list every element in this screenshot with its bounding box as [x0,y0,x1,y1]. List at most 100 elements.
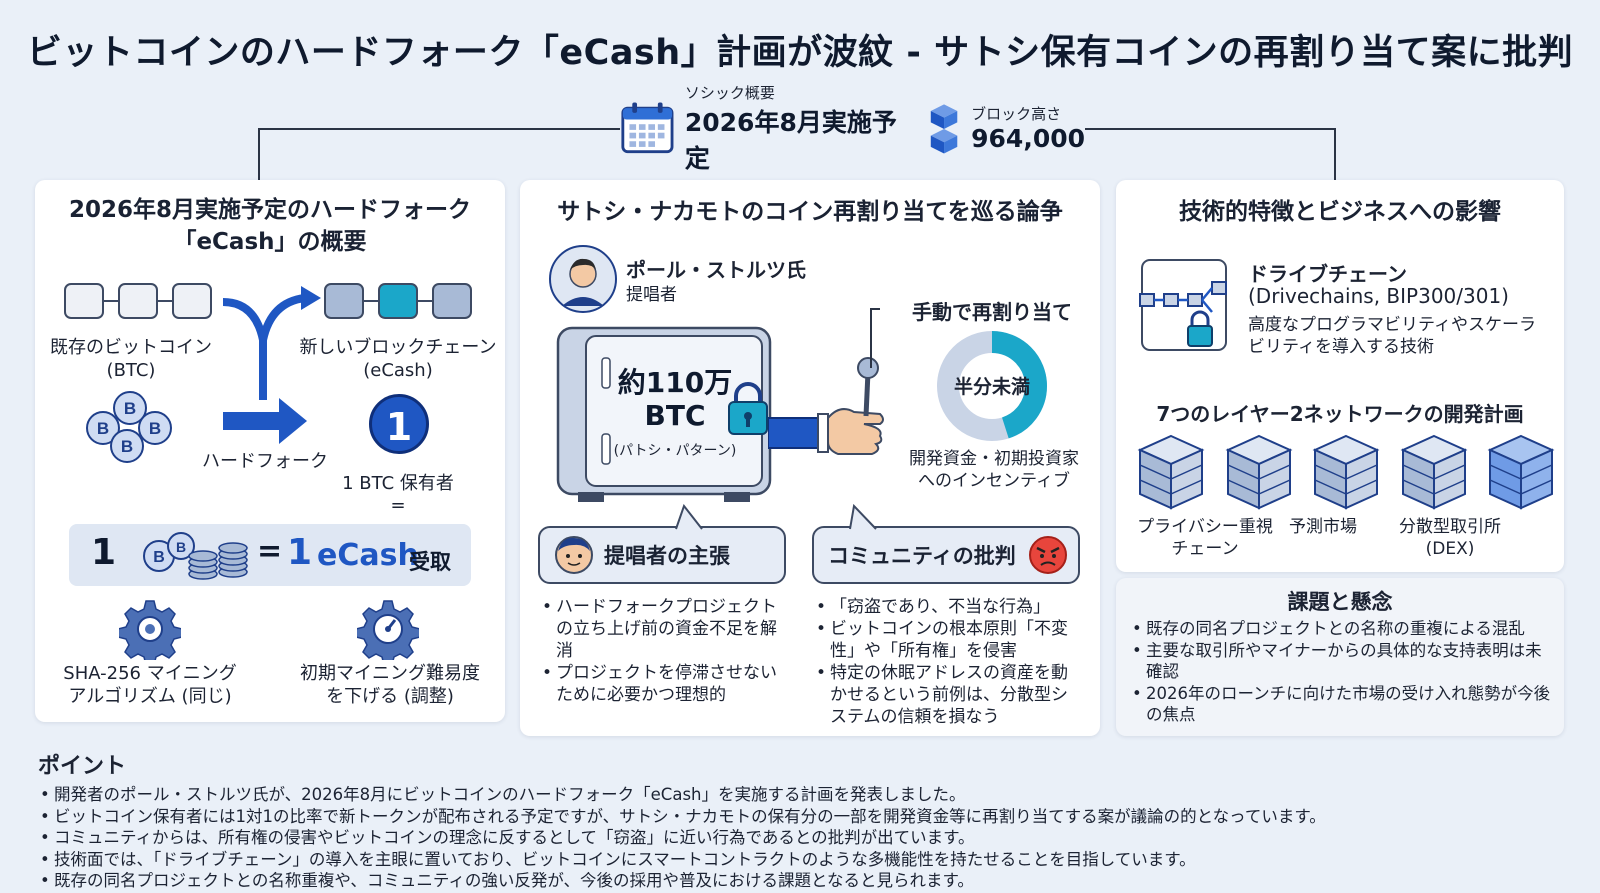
panel-title: 技術的特徴とビジネスへの影響 [1179,199,1501,225]
critic-bubble-tail [849,504,877,530]
connector-right-drop [1334,128,1336,180]
new-chain-label: 新しいブロックチェーン (eCash) [293,336,503,382]
donut-label: 半分未満 [953,376,1030,398]
list-item: ハードフォークプロジェクトの立ち上げ前の資金不足を解消 [540,596,790,662]
drivechain-subtitle: (Drivechains, BIP300/301) [1248,284,1509,308]
l2-label-privacy: プライバシー重視チェーン [1137,517,1273,559]
panel-technical-impact: 技術的特徴とビジネスへの影響 ドライブチェーン (Drivechains, BI… [1116,180,1564,572]
drivechain-icon [1139,259,1227,351]
svg-text:B: B [176,539,186,555]
incentive-line1: 開発資金・初期投資家 [909,449,1079,469]
block-icon [930,104,958,154]
eq-sign: = [257,534,283,569]
critic-points: 「窃盗であり、不当な行為」 ビットコインの根本原則「不変性」や「所有権」を侵害 … [814,596,1084,728]
points-section: ポイント 開発者のポール・ストルツ氏が、2026年8月にビットコインのハードフォ… [38,748,1578,892]
equation-box: 1 B B = 1 eCash 受取 [69,524,471,586]
new-label-line2: (eCash) [363,360,433,381]
holder-label: 1 BTC 保有者 [342,473,454,494]
panel-title-line1: 2026年8月実施予定のハードフォーク [68,197,472,223]
panel-satoshi-controversy: サトシ・ナカモトのコイン再割り当てを巡る論争 ポール・ストルツ氏 提唱者 約11… [520,180,1100,736]
sha-line1: SHA-256 マイニング [63,663,237,684]
panel-title: 2026年8月実施予定のハードフォーク 「eCash」の概要 [35,194,505,258]
proponent-face-icon [555,536,593,574]
layer-stack-icon [1312,434,1380,510]
difficulty-label: 初期マイニング難易度 を下げる (調整) [285,662,495,708]
vault-amount: 約110万 BTC [600,366,750,432]
svg-text:B: B [149,419,161,438]
proponent-title: 提唱者の主張 [604,544,730,568]
allocation-donut [937,331,1047,441]
new-chain-icon [324,283,472,319]
l2-label-dex: 分散型取引所(DEX) [1399,517,1501,559]
svg-text:B: B [153,549,165,566]
list-item: 特定の休眠アドレスの資産を動かせるという前例は、分散型システムの信頼を損なう [814,662,1084,728]
vault-icon [556,326,772,502]
list-item: 既存の同名プロジェクトとの名称の重複による混乱 [1130,618,1554,640]
layer2-cubes [1136,432,1556,514]
existing-btc-label: 既存のビットコイン (BTC) [41,336,221,382]
block-height-label: ブロック高さ [971,105,1062,123]
person-role: 提唱者 [626,285,677,305]
list-item: コミュニティからは、所有権の侵害やビットコインの理念に反するとして「窃盗」に近い… [38,827,1578,849]
list-item: プロジェクトを停滞させないために必要かつ理想的 [540,662,790,706]
existing-label-line1: 既存のビットコイン [50,337,212,358]
panel-ecash-overview: 2026年8月実施予定のハードフォーク 「eCash」の概要 既存のビットコイン… [35,180,505,722]
eq-right-unit: eCash [317,538,419,573]
incentive-label: 開発資金・初期投資家 へのインセンティブ [896,448,1092,492]
donut-portion-arc [937,331,1047,441]
proponent-bubble: 提唱者の主張 [538,526,786,584]
block-height-value: 964,000 [971,124,1086,153]
header-summary: ソシック概要 2026年8月実施予定 ブロック高さ 964,000 [620,84,1086,173]
lock-icon [728,382,768,435]
avatar [549,245,617,313]
hand-lever-icon [768,357,884,455]
connector-left-drop [258,128,260,180]
drivechain-description: 高度なプログラマビリティやスケーラビリティを導入する技術 [1248,315,1536,357]
sha256-label: SHA-256 マイニング アルゴリズム (同じ) [45,662,255,708]
points-list: 開発者のポール・ストルツ氏が、2026年8月にビットコインのハードフォーク「eC… [38,784,1578,892]
gear-icon [119,600,181,660]
sha-line2: アルゴリズム (同じ) [68,686,232,707]
page-title: ビットコインのハードフォーク「eCash」計画が波紋 - サトシ保有コインの再割… [26,33,1574,73]
layer-stack-icon [1137,434,1205,510]
one-btc-badge: 1 [369,394,429,454]
issues-box: 課題と懸念 既存の同名プロジェクトとの名称の重複による混乱 主要な取引所やマイナ… [1116,578,1564,736]
calendar-icon [621,102,674,154]
eq-right-suffix: 受取 [409,550,451,574]
eq-left-number: 1 [91,532,117,573]
drivechain-title: ドライブチェーン [1248,262,1407,286]
list-item: 主要な取引所やマイナーからの具体的な支持表明は未確認 [1130,640,1554,683]
list-item: 技術面では、「ドライブチェーン」の導入を主眼に置いており、ビットコインにスマート… [38,849,1578,871]
svg-text:B: B [124,399,136,418]
diff-line1: 初期マイニング難易度 [300,663,480,684]
fork-arrow-icon [222,286,321,444]
list-item: 既存の同名プロジェクトとの名称重複や、コミュニティの強い反発が、今後の採用や普及… [38,870,1578,892]
critic-title: コミュニティの批判 [828,544,1016,568]
new-label-line1: 新しいブロックチェーン [299,337,497,358]
vault-note: (パトシ・パターン) [613,443,737,459]
panel-title-line2: 「eCash」の概要 [173,229,367,255]
existing-chain-icon [64,283,212,319]
incentive-line2: へのインセンティブ [918,471,1070,491]
list-item: 「窃盗であり、不当な行為」 [814,596,1084,618]
svg-text:B: B [97,419,109,438]
layer-stack-icon [1487,434,1555,510]
layer-stack-icon [1225,434,1292,510]
layer2-title: 7つのレイヤー2ネットワークの開発計画 [1156,402,1524,426]
critic-bubble: コミュニティの批判 [812,526,1080,584]
schedule-label: ソシック概要 [684,83,775,102]
manual-pointer-line [870,308,880,368]
schedule-value: 2026年8月実施予定 [684,107,897,173]
person-name: ポール・ストルツ氏 [626,258,806,282]
diff-line2: を下げる (調整) [326,686,454,707]
vault-amount-unit: BTC [644,399,706,432]
eq-right-number: 1 [287,532,313,573]
svg-text:B: B [121,437,133,456]
angry-face-icon [1028,536,1067,574]
proponent-points: ハードフォークプロジェクトの立ち上げ前の資金不足を解消 プロジェクトを停滞させな… [540,596,790,706]
manual-reassign-label: 手動で再割り当て [912,300,1072,324]
layer-stack-icon [1400,434,1467,510]
list-item: ビットコインの根本原則「不変性」や「所有権」を侵害 [814,618,1084,662]
panel-title: サトシ・ナカモトのコイン再割り当てを巡る論争 [557,199,1063,225]
